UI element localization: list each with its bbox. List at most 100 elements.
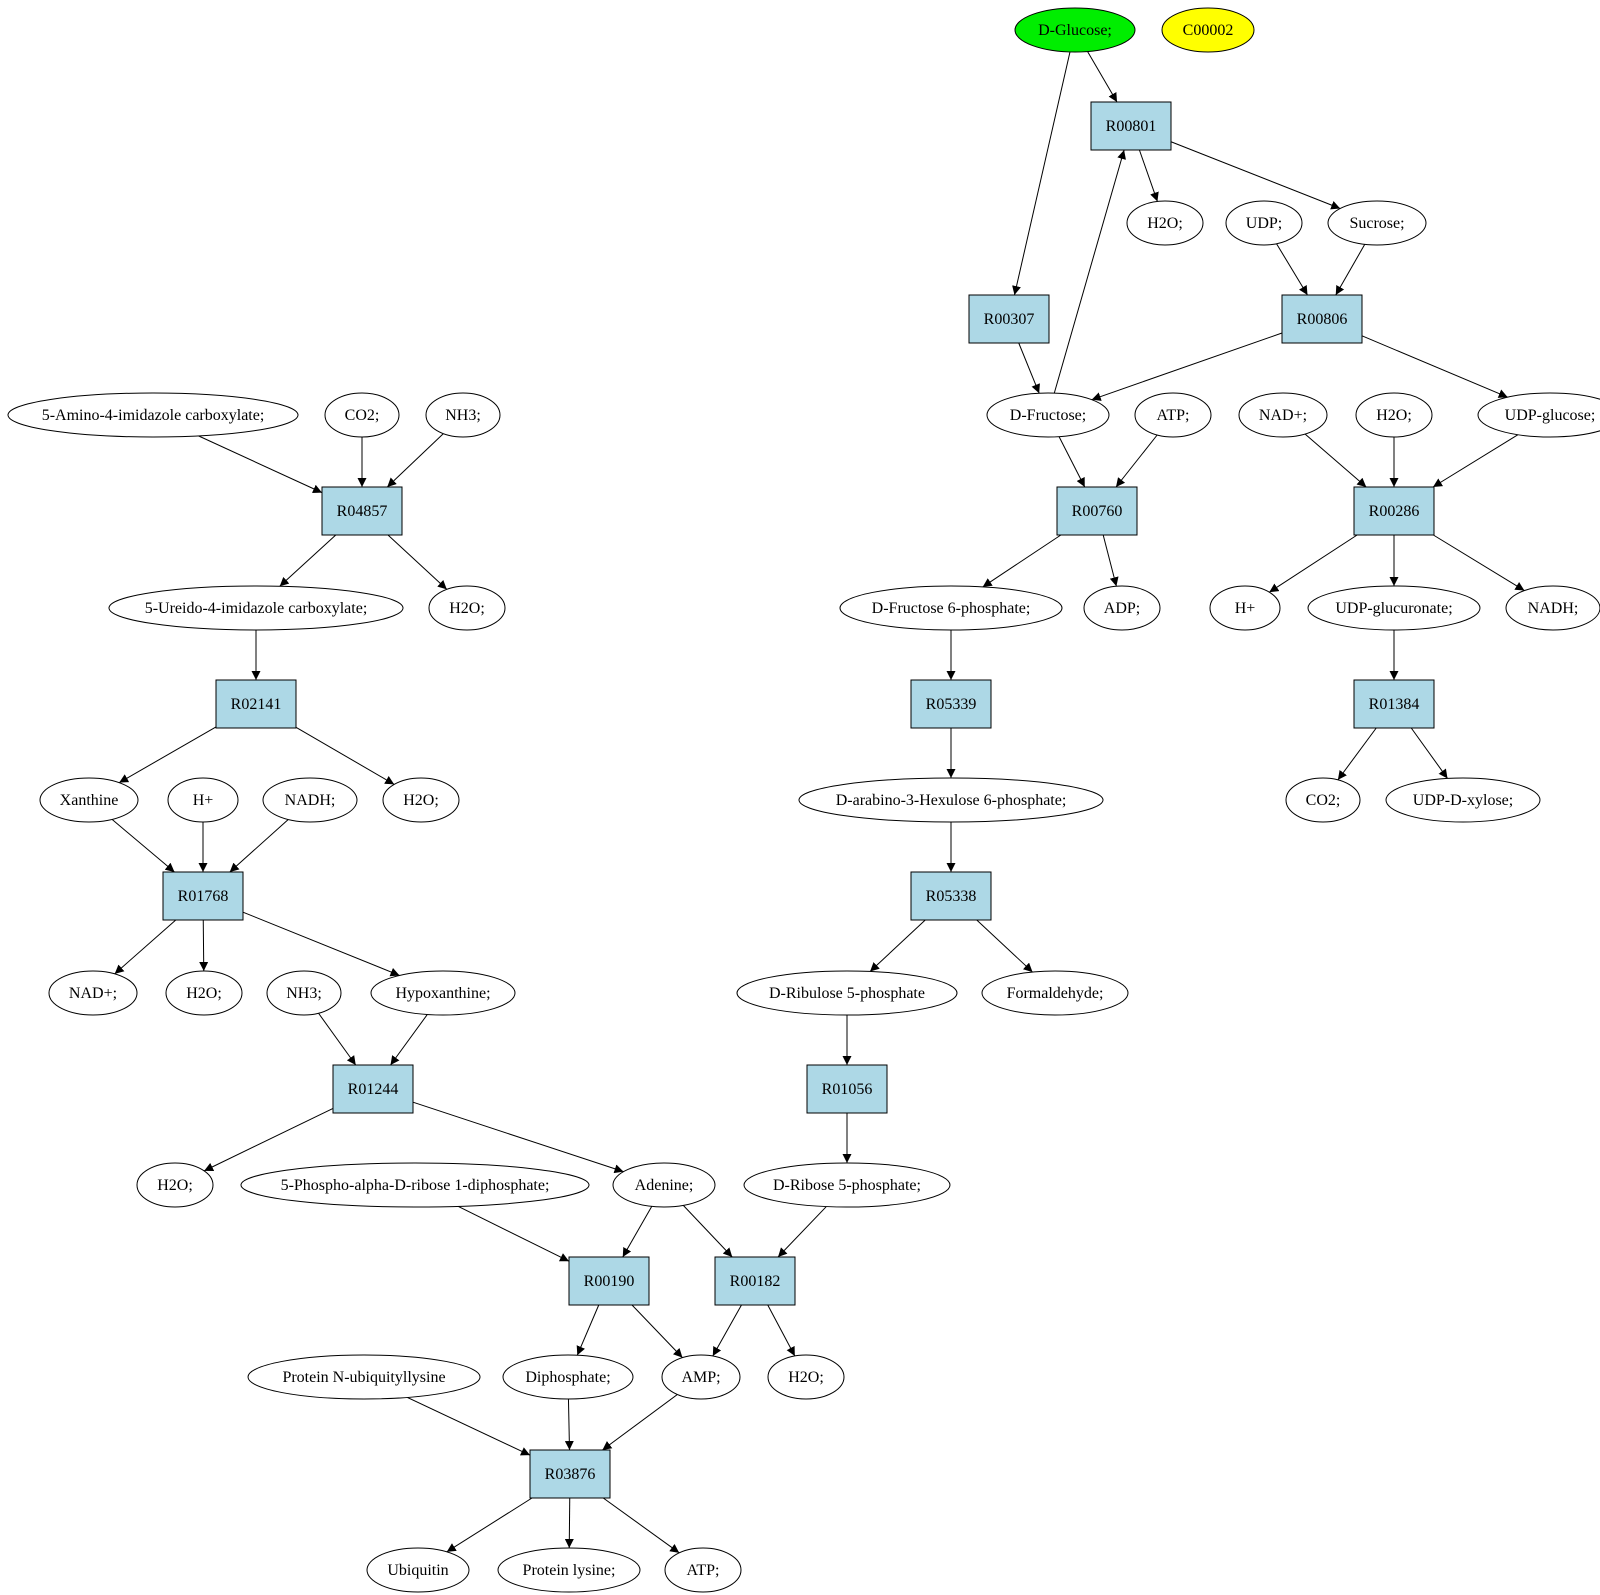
node-label: Adenine; bbox=[635, 1177, 694, 1194]
edge-r_R00286-to-c_nadh_1 bbox=[1433, 534, 1525, 591]
compound-ellipse bbox=[428, 585, 506, 631]
compound-ellipse bbox=[136, 1162, 214, 1208]
node-label: UDP-glucuronate; bbox=[1335, 600, 1452, 617]
edge-r_R00801-to-c_h2o_1 bbox=[1138, 149, 1159, 202]
compound-ellipse bbox=[1238, 392, 1328, 438]
reaction-box bbox=[910, 679, 992, 729]
reaction-box bbox=[321, 486, 403, 536]
edge-r_R02141-to-c_xanthine bbox=[118, 726, 217, 784]
compound-ellipse bbox=[167, 777, 239, 823]
reaction-node-r_R04857: R04857 bbox=[321, 486, 403, 536]
compound-node-c_protein_lys: Protein lysine; bbox=[497, 1547, 641, 1593]
node-label: R01768 bbox=[178, 888, 229, 905]
compound-ellipse bbox=[1225, 200, 1303, 246]
node-label: R05339 bbox=[926, 696, 977, 713]
node-label: R01384 bbox=[1369, 696, 1420, 713]
node-label: Xanthine bbox=[60, 792, 119, 809]
compound-node-c_hplus_2: H+ bbox=[167, 777, 239, 823]
edge-c_aica-to-r_R04857 bbox=[198, 435, 323, 494]
edge-r_R04857-to-c_h2o_3 bbox=[387, 534, 448, 590]
compound-ellipse bbox=[1161, 7, 1255, 53]
node-label: R01244 bbox=[348, 1081, 399, 1098]
edge-c_glucose-to-r_R00307 bbox=[1012, 51, 1071, 296]
node-label: NH3; bbox=[286, 985, 322, 1002]
reaction-box bbox=[1281, 294, 1363, 344]
node-label: H2O; bbox=[186, 985, 222, 1002]
edge-c_nh3_2-to-r_R01244 bbox=[318, 1012, 357, 1066]
node-label: D-Fructose 6-phosphate; bbox=[872, 600, 1031, 617]
edge-c_nh3_1-to-r_R04857 bbox=[386, 433, 444, 488]
compound-node-c_nadp_2: NAD+; bbox=[48, 970, 138, 1016]
edge-c_amp-to-r_R03876 bbox=[602, 1394, 678, 1451]
compound-ellipse bbox=[1126, 200, 1204, 246]
compound-node-c_h2o_7: H2O; bbox=[767, 1354, 845, 1400]
node-label: R02141 bbox=[231, 696, 282, 713]
node-label: R00307 bbox=[984, 311, 1035, 328]
node-label: R01056 bbox=[822, 1081, 873, 1098]
edge-r_R02141-to-c_h2o_4 bbox=[295, 726, 395, 785]
node-label: NAD+; bbox=[1259, 407, 1307, 424]
compound-ellipse bbox=[736, 970, 958, 1016]
compound-ellipse bbox=[240, 1162, 590, 1208]
node-label: Ubiquitin bbox=[387, 1562, 448, 1579]
compound-ellipse bbox=[382, 777, 460, 823]
compound-node-c_atp_1: ATP; bbox=[1134, 392, 1212, 438]
compound-node-c_nadh_2: NADH; bbox=[262, 777, 358, 823]
compound-node-c_udp: UDP; bbox=[1225, 200, 1303, 246]
compound-node-c_ribose5p: D-Ribose 5-phosphate; bbox=[743, 1162, 951, 1208]
reaction-box bbox=[1056, 486, 1138, 536]
edge-c_protein_ub-to-r_R03876 bbox=[407, 1396, 531, 1456]
node-label: NH3; bbox=[445, 407, 481, 424]
node-label: R03876 bbox=[545, 1466, 596, 1483]
node-label: CO2; bbox=[345, 407, 380, 424]
edge-r_R01768-to-c_hypoxanthine bbox=[242, 911, 400, 977]
edge-r_R00801-to-c_sucrose bbox=[1170, 141, 1341, 210]
edge-c_udpglucose-to-r_R00286 bbox=[1432, 434, 1519, 488]
compound-node-c_glucose: D-Glucose; bbox=[1014, 7, 1136, 53]
edge-r_R00286-to-c_hplus_1 bbox=[1269, 534, 1358, 593]
compound-node-c_udpglucuronate: UDP-glucuronate; bbox=[1307, 585, 1481, 631]
edge-c_nadh_2-to-r_R01768 bbox=[229, 819, 289, 873]
compound-ellipse bbox=[108, 585, 404, 631]
reaction-node-r_R05338: R05338 bbox=[910, 871, 992, 921]
compound-node-c_prpp: 5-Phospho-alpha-D-ribose 1-diphosphate; bbox=[240, 1162, 590, 1208]
node-label: Diphosphate; bbox=[525, 1369, 610, 1386]
compound-ellipse bbox=[661, 1354, 741, 1400]
compound-node-c_fructose: D-Fructose; bbox=[986, 392, 1110, 438]
compound-node-c_h2o_6: H2O; bbox=[136, 1162, 214, 1208]
compound-ellipse bbox=[502, 1354, 634, 1400]
compound-node-c_udpglucose: UDP-glucose; bbox=[1477, 392, 1600, 438]
reaction-box bbox=[529, 1449, 611, 1499]
compound-ellipse bbox=[370, 970, 516, 1016]
compound-node-c_co2_1: CO2; bbox=[1285, 777, 1361, 823]
compound-node-c_h2o_3: H2O; bbox=[428, 585, 506, 631]
compound-node-c_nh3_1: NH3; bbox=[425, 392, 501, 438]
node-label: H2O; bbox=[1147, 215, 1183, 232]
reaction-node-r_R05339: R05339 bbox=[910, 679, 992, 729]
compound-node-c_ubiquitin: Ubiquitin bbox=[366, 1547, 470, 1593]
edge-c_adenine-to-r_R00190 bbox=[622, 1206, 653, 1258]
compound-ellipse bbox=[1285, 777, 1361, 823]
compound-ellipse bbox=[247, 1354, 481, 1400]
compound-ellipse bbox=[798, 777, 1104, 823]
edge-r_R03876-to-c_atp_2 bbox=[602, 1497, 680, 1554]
compound-ellipse bbox=[986, 392, 1110, 438]
edge-r_R00190-to-c_diphosphate bbox=[576, 1304, 600, 1356]
compound-node-c_ribulose5p: D-Ribulose 5-phosphate bbox=[736, 970, 958, 1016]
compound-node-c_diphosphate: Diphosphate; bbox=[502, 1354, 634, 1400]
reaction-node-r_R03876: R03876 bbox=[529, 1449, 611, 1499]
edge-r_R00190-to-c_amp bbox=[631, 1304, 683, 1358]
compound-ellipse bbox=[664, 1547, 742, 1593]
edge-c_adenine-to-r_R00182 bbox=[682, 1205, 733, 1258]
reaction-box bbox=[806, 1064, 888, 1114]
node-label: 5-Amino-4-imidazole carboxylate; bbox=[42, 407, 265, 424]
reaction-node-r_R00307: R00307 bbox=[968, 294, 1050, 344]
compound-ellipse bbox=[497, 1547, 641, 1593]
node-label: H2O; bbox=[157, 1177, 193, 1194]
edge-r_R03876-to-c_protein_lys bbox=[564, 1497, 574, 1549]
node-label: UDP-glucose; bbox=[1505, 407, 1596, 424]
edge-c_sucrose-to-r_R00806 bbox=[1335, 244, 1366, 296]
edge-c_ribose5p-to-r_R00182 bbox=[777, 1206, 827, 1258]
reaction-node-r_R00182: R00182 bbox=[714, 1256, 796, 1306]
edge-c_fructose-to-r_R00760 bbox=[1058, 436, 1086, 488]
